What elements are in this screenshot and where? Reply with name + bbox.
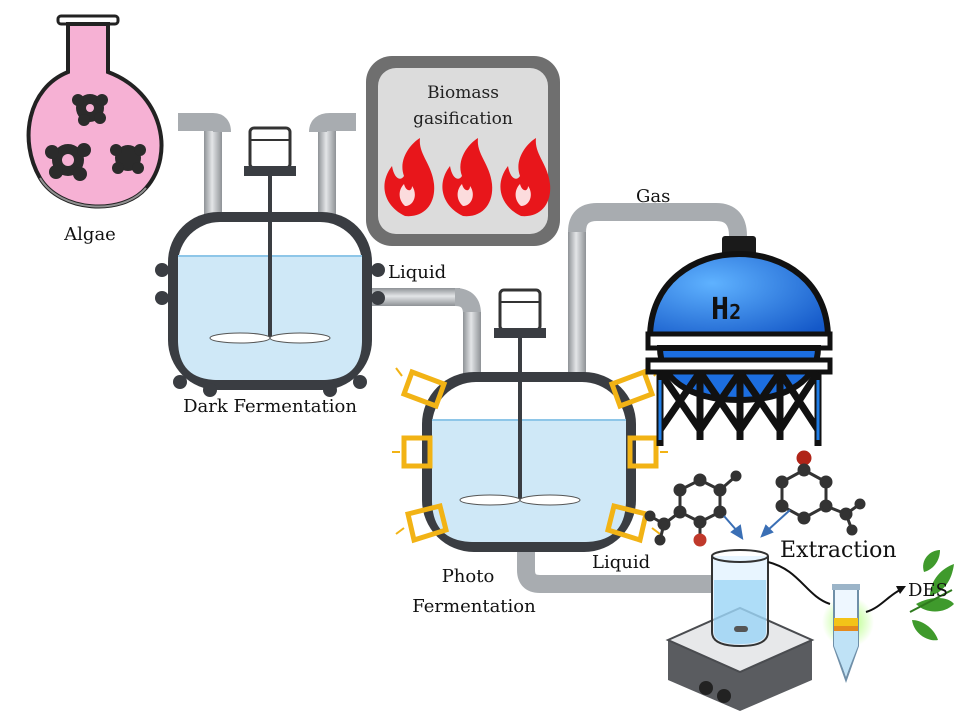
photo-fermentation-reactor [392, 288, 668, 552]
extraction-label: Extraction [780, 538, 897, 563]
fermentation-label: Fermentation [412, 596, 536, 617]
light-lamp-icons [400, 368, 659, 544]
biomass-gasification-box [366, 56, 560, 246]
photo-label: Photo [441, 566, 495, 587]
liquid-label-bottom: Liquid [592, 552, 651, 573]
dark-fermentation-label: Dark Fermentation [183, 396, 357, 417]
algae-flask [26, 14, 164, 209]
des-label: DES [908, 580, 948, 601]
arrow-to-des [865, 589, 901, 613]
liquid-label-top: Liquid [388, 262, 447, 283]
molecule-left-icon [644, 470, 742, 547]
flame-icons [384, 138, 551, 217]
centrifuge-tube [822, 584, 874, 684]
arrow-to-tube [767, 561, 831, 605]
algae-cluster-icon [45, 94, 146, 181]
biomass-gasification-label: Biomass gasification [366, 56, 560, 246]
algae-label: Algae [64, 224, 116, 245]
hydrogen-tank [645, 236, 833, 446]
leaf-icon [909, 550, 954, 641]
gas-label: Gas [636, 186, 671, 207]
h2-label: H2 [711, 292, 742, 327]
pipes [178, 113, 747, 593]
biomass-line-1: Biomass [427, 83, 499, 103]
molecule-right-icon [775, 450, 866, 536]
beaker [711, 549, 769, 648]
dark-fermentation-reactor [155, 126, 385, 397]
biomass-line-2: gasification [413, 109, 513, 129]
arrows-into-beaker [723, 509, 791, 540]
